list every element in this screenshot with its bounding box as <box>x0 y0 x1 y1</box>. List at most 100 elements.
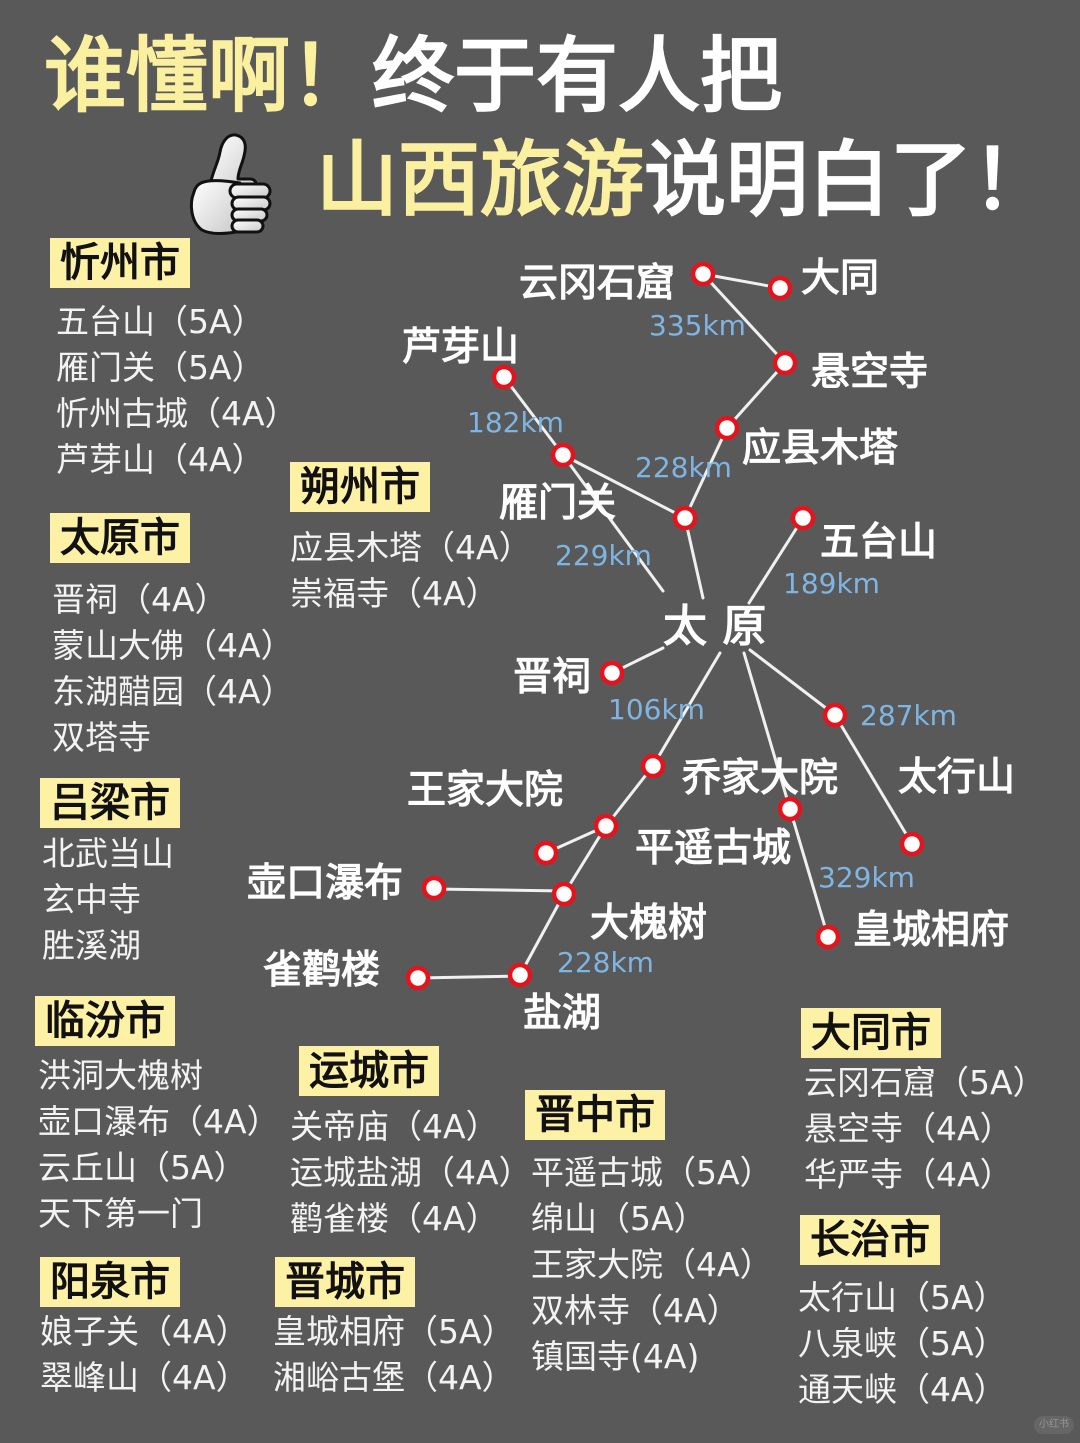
spot-item: 鹳雀楼（4A） <box>290 1199 499 1238</box>
spot-item: 胜溪湖 <box>42 926 141 965</box>
city-label-yangquan: 阳泉市 <box>40 1257 180 1307</box>
title-line-1: 谁懂啊！终于有人把 <box>44 36 782 118</box>
spot-list-changzhi: 太行山（5A） 八泉峡（5A） 通天峡（4A） <box>798 1275 1007 1413</box>
spot-item: 忻州古城（4A） <box>56 394 298 433</box>
route-line <box>701 272 782 290</box>
map-node-yingxian <box>714 415 740 441</box>
spot-item: 通天峡（4A） <box>798 1370 1007 1409</box>
spot-list-xinzhou: 五台山（5A） 雁门关（5A） 忻州古城（4A） 芦芽山（4A） <box>56 299 298 483</box>
map-label-yungang: 云冈石窟 <box>519 261 676 306</box>
spot-item: 关帝庙（4A） <box>290 1107 499 1146</box>
city-label-yuncheng: 运城市 <box>299 1046 439 1096</box>
map-node-wangjia <box>533 840 559 866</box>
map-node-queque <box>405 965 431 991</box>
watermark-badge: 小红书 <box>1034 1416 1074 1434</box>
spot-item: 雁门关（5A） <box>56 348 265 387</box>
spot-list-shuozhou: 应县木塔（4A） 崇福寺（4A） <box>290 525 532 617</box>
spot-item: 王家大院（4A） <box>531 1245 773 1284</box>
spot-item: 洪洞大槐树 <box>38 1056 203 1095</box>
distance-label: 228km <box>557 946 654 979</box>
spot-item: 壶口瀑布（4A） <box>38 1102 280 1141</box>
spot-item: 绵山（5A） <box>531 1199 707 1238</box>
spot-list-taiyuan: 晋祠（4A） 蒙山大佛（4A） 东湖醋园（4A） 双塔寺 <box>52 577 294 761</box>
spot-item: 太行山（5A） <box>798 1278 1007 1317</box>
route-line <box>544 824 608 855</box>
spot-item: 东湖醋园（4A） <box>52 672 294 711</box>
map-label-jinci: 晋祠 <box>513 655 592 700</box>
spot-list-jinzhong: 平遥古城（5A） 绵山（5A） 王家大院（4A） 双林寺（4A） 镇国寺(4A) <box>531 1150 773 1380</box>
spot-list-lvliang: 北武当山 玄中寺 胜溪湖 <box>42 831 174 969</box>
city-label-shuozhou: 朔州市 <box>290 462 430 512</box>
city-label-linfen: 临汾市 <box>35 996 175 1046</box>
map-node-pingyao <box>593 813 619 839</box>
spot-item: 五台山（5A） <box>56 302 265 341</box>
map-label-dahuaishu: 大槐树 <box>590 901 708 946</box>
map-node-hukou <box>421 875 447 901</box>
spot-item: 翠峰山（4A） <box>40 1358 249 1397</box>
spot-list-yuncheng: 关帝庙（4A） 运城盐湖（4A） 鹳雀楼（4A） <box>290 1104 532 1242</box>
spot-item: 云丘山（5A） <box>38 1148 247 1187</box>
spot-item: 芦芽山（4A） <box>56 440 265 479</box>
spot-item: 湘峪古堡（4A） <box>273 1358 515 1397</box>
city-label-changzhi: 长治市 <box>800 1215 940 1265</box>
spot-item: 皇城相府（5A） <box>273 1312 515 1351</box>
city-label-jinzhong: 晋中市 <box>525 1090 665 1140</box>
map-label-pingyao: 平遥古城 <box>635 826 792 871</box>
map-node-datong <box>767 275 793 301</box>
route-line <box>725 361 787 430</box>
distance-label: 189km <box>783 567 880 600</box>
route-line <box>748 648 914 846</box>
map-label-luyashan: 芦芽山 <box>402 325 520 370</box>
title-text-2: 说明白了！ <box>644 133 1055 228</box>
title-line-2: 山西旅游说明白了！ <box>316 140 1054 222</box>
thumbs-up-icon <box>189 133 272 235</box>
map-node-dahuaishu <box>551 881 577 907</box>
map-node-yanhu <box>507 962 533 988</box>
distance-label: 182km <box>467 406 564 439</box>
spot-item: 云冈石窟（5A） <box>804 1063 1046 1102</box>
spot-list-datong: 云冈石窟（5A） 悬空寺（4A） 华严寺（4A） <box>804 1060 1046 1198</box>
spot-item: 应县木塔（4A） <box>290 528 532 567</box>
title-highlight-1: 谁懂啊！ <box>44 29 373 124</box>
distance-label: 329km <box>818 861 915 894</box>
map-label-yingxian: 应县木塔 <box>742 426 899 471</box>
spot-item: 北武当山 <box>42 834 174 873</box>
map-label-taiyuan-hub: 太 原 <box>663 601 767 652</box>
spot-item: 玄中寺 <box>42 880 141 919</box>
map-label-taihangshan: 太行山 <box>898 755 1016 800</box>
map-node-taihangshan <box>899 831 925 857</box>
map-node-luyashan <box>491 364 517 390</box>
distance-label: 106km <box>608 693 705 726</box>
spot-item: 天下第一门 <box>38 1194 203 1233</box>
map-label-wutaishan: 五台山 <box>820 520 938 565</box>
map-label-datong: 大同 <box>801 256 880 301</box>
spot-list-yangquan: 娘子关（4A） 翠峰山（4A） <box>40 1309 249 1401</box>
spot-list-jincheng: 皇城相府（5A） 湘峪古堡（4A） <box>273 1309 515 1401</box>
spot-item: 晋祠（4A） <box>52 580 228 619</box>
map-node-xuankongsi <box>772 350 798 376</box>
spot-list-linfen: 洪洞大槐树 壶口瀑布（4A） 云丘山（5A） 天下第一门 <box>38 1053 280 1237</box>
map-node-wutaishan <box>790 505 816 531</box>
map-label-queque: 雀鹳楼 <box>263 948 381 993</box>
map-label-hukou: 壶口瀑布 <box>247 861 404 906</box>
spot-item: 双林寺（4A） <box>531 1291 740 1330</box>
map-label-wangjia: 王家大院 <box>407 768 564 813</box>
distance-label: 335km <box>649 309 746 342</box>
spot-item: 崇福寺（4A） <box>290 574 499 613</box>
map-node-taihang-mid <box>822 702 848 728</box>
spot-item: 镇国寺(4A) <box>531 1337 700 1376</box>
city-label-jincheng: 晋城市 <box>275 1257 415 1307</box>
route-line <box>416 974 522 980</box>
map-label-huangcheng: 皇城相府 <box>853 908 1010 953</box>
distance-label: 287km <box>860 699 957 732</box>
route-line <box>610 646 665 675</box>
city-label-datong: 大同市 <box>801 1008 941 1058</box>
spot-item: 华严寺（4A） <box>804 1155 1013 1194</box>
spot-item: 八泉峡（5A） <box>798 1324 1007 1363</box>
distance-label: 228km <box>635 451 732 484</box>
map-node-junction-east <box>777 796 803 822</box>
map-node-junction <box>672 505 698 531</box>
title-text-1: 终于有人把 <box>372 29 783 124</box>
spot-item: 运城盐湖（4A） <box>290 1153 532 1192</box>
